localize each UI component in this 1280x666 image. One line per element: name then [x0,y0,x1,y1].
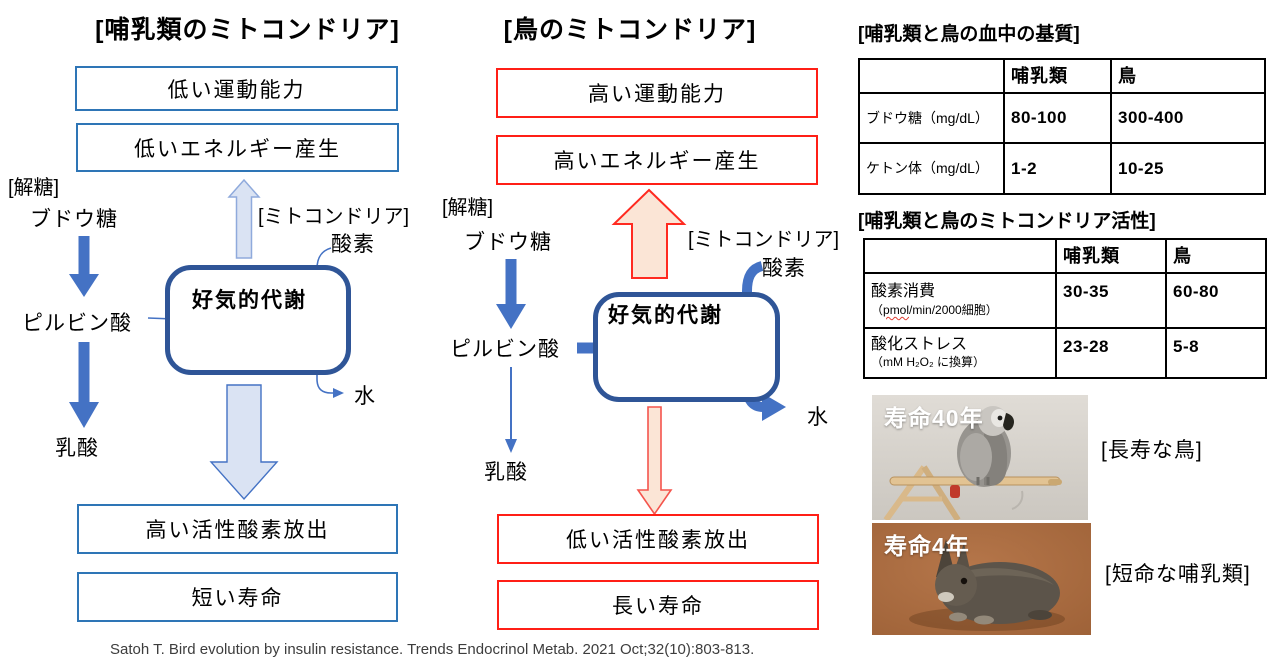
arrowhead-glucose-left-icon [69,274,99,297]
mito-row-oxygen-mammal: 30-35 [1055,272,1167,329]
bird-energy-box: 高いエネルギー産生 [496,135,818,185]
arrowhead-lactate-mid-icon [505,439,517,453]
mammal-ros-box: 高い活性酸素放出 [77,504,398,554]
mito-header-empty [863,238,1057,274]
unit-suffix: /min/2000細胞） [909,302,998,317]
oxidative-stress-label: 酸化ストレス [871,335,968,353]
blood-header-bird: 鳥 [1110,58,1266,94]
blood-header-empty [858,58,1005,94]
bird-pyruvate-label: ピルビン酸 [450,338,560,361]
block-arrow-down-ros-mid-icon [636,406,673,516]
short-lived-mammal-caption: [短命な哺乳類] [1105,563,1251,586]
mammal-oxygen-label: 酸素 [331,233,375,256]
bird-diagram-title: [鳥のミトコンドリア] [503,16,757,44]
rabbit-illustration-icon [872,523,1091,635]
blood-row-ketone-bird: 10-25 [1110,142,1266,195]
block-arrow-up-energy-left-icon [227,178,261,259]
bird-glucose-label: ブドウ糖 [464,231,552,254]
mito-header-mammal: 哺乳類 [1055,238,1167,274]
bird-aerobic-label: 好気的代謝 [608,304,723,327]
mammal-energy-box: 低いエネルギー産生 [76,123,399,172]
oxygen-consumption-label: 酸素消費 [871,283,936,301]
bird-oxygen-label: 酸素 [762,257,806,280]
oxygen-consumption-unit: （pmol/min/2000細胞） [871,302,1049,318]
mammal-glycolysis-label: [解糖] [8,177,60,199]
mammal-lactate-label: 乳酸 [55,437,99,460]
parrot-photo: 寿命40年 [872,395,1088,520]
arrowhead-water-left-icon [333,388,344,398]
mammal-pyruvate-label: ピルビン酸 [22,312,132,335]
mito-table: 哺乳類 鳥 酸素消費 （pmol/min/2000細胞） 30-35 60-80… [863,238,1267,379]
bird-water-label: 水 [807,406,829,429]
mammal-diagram-title: [哺乳類のミトコンドリア] [95,16,400,44]
table-row: ブドウ糖（mg/dL） 80-100 300-400 [858,92,1266,144]
bird-lactate-label: 乳酸 [484,461,528,484]
block-arrow-down-ros-left-icon [209,384,279,501]
mito-row-stress-bird: 5-8 [1165,327,1267,379]
oxidative-stress-unit: （mM H₂O₂ に換算） [871,355,985,370]
mammal-aerobic-label: 好気的代謝 [192,289,307,312]
rabbit-photo: 寿命4年 [872,523,1091,635]
blood-row-glucose-label: ブドウ糖（mg/dL） [858,92,1005,144]
blood-row-ketone-label: ケトン体（mg/dL） [858,142,1005,195]
block-arrow-up-energy-mid-icon [611,188,687,279]
citation: Satoh T. Bird evolution by insulin resis… [110,641,755,658]
arrowhead-lactate-left-icon [69,402,99,428]
mito-row-stress-mammal: 23-28 [1055,327,1167,379]
mito-row-oxygen-bird: 60-80 [1165,272,1267,329]
table-row: 酸素消費 （pmol/min/2000細胞） 30-35 60-80 [863,272,1267,329]
mito-header-bird: 鳥 [1165,238,1267,274]
rabbit-lifespan-overlay: 寿命4年 [884,533,970,559]
mammal-water-label: 水 [354,385,376,408]
mammal-glucose-label: ブドウ糖 [30,208,118,231]
bird-lifespan-box: 長い寿命 [497,580,819,630]
arrowhead-glucose-mid-icon [496,304,526,329]
mammal-mitochondria-label: [ミトコンドリア] [258,206,410,228]
bird-mitochondria-label: [ミトコンドリア] [688,229,840,251]
bird-mitochondrion-shape [593,292,780,402]
blood-table-title: [哺乳類と鳥の血中の基質] [858,24,1080,45]
mammal-capacity-box: 低い運動能力 [75,66,398,111]
unit-prefix: （ [871,302,884,317]
table-row: ケトン体（mg/dL） 1-2 10-25 [858,142,1266,195]
mammal-lifespan-box: 短い寿命 [77,572,398,622]
table-row: 哺乳類 鳥 [863,238,1267,274]
blood-header-mammal: 哺乳類 [1003,58,1112,94]
bird-ros-box: 低い活性酸素放出 [497,514,819,564]
mammal-mitochondrion-shape [165,265,351,375]
bird-capacity-box: 高い運動能力 [496,68,818,118]
blood-table: 哺乳類 鳥 ブドウ糖（mg/dL） 80-100 300-400 ケトン体（mg… [858,58,1266,195]
mito-row-stress-label: 酸化ストレス （mM H₂O₂ に換算） [863,327,1057,379]
parrot-lifespan-overlay: 寿命40年 [884,405,984,431]
table-row: 哺乳類 鳥 [858,58,1266,94]
mito-row-oxygen-label: 酸素消費 （pmol/min/2000細胞） [863,272,1057,329]
parrot-illustration-icon [872,395,1088,520]
blood-row-glucose-mammal: 80-100 [1003,92,1112,144]
bird-glycolysis-label: [解糖] [442,197,494,219]
unit-pmol: pmol [883,302,910,317]
mito-table-title: [哺乳類と鳥のミトコンドリア活性] [858,211,1156,232]
long-lived-bird-caption: [長寿な鳥] [1101,439,1203,462]
blood-row-glucose-bird: 300-400 [1110,92,1266,144]
table-row: 酸化ストレス （mM H₂O₂ に換算） 23-28 5-8 [863,327,1267,379]
blood-row-ketone-mammal: 1-2 [1003,142,1112,195]
